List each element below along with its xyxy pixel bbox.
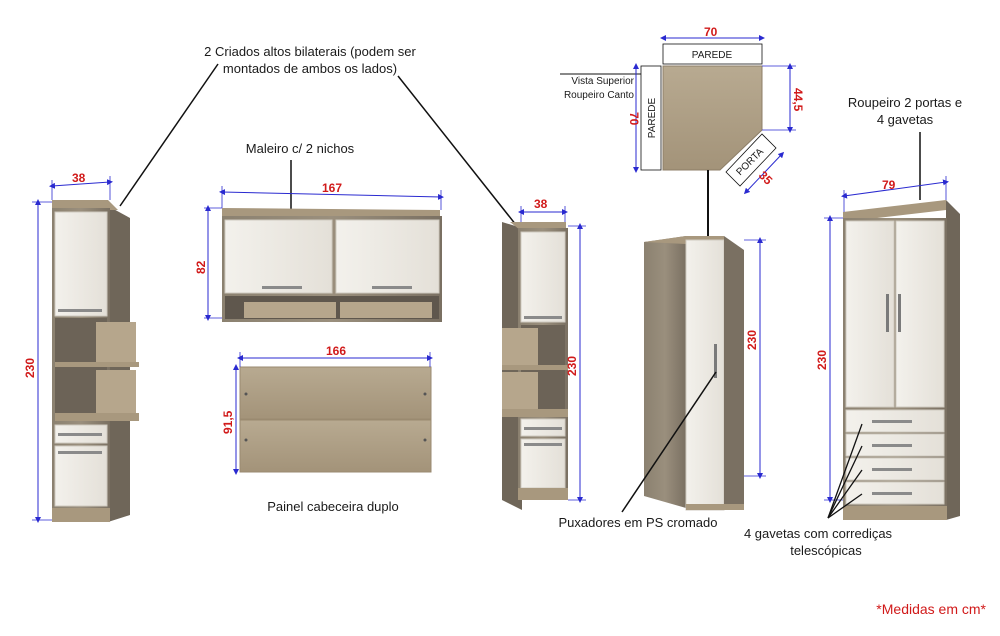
criado-left-height-text: 230 <box>23 358 37 378</box>
maleiro: Maleiro c/ 2 nichos 167 82 <box>194 141 444 322</box>
roupeiro-width-text: 79 <box>882 178 896 192</box>
maleiro-width-text: 167 <box>322 181 342 195</box>
criado-left-niche-1-back <box>96 322 136 364</box>
criado-right-niche-2-back <box>502 372 538 410</box>
roupeiro-top <box>843 200 946 222</box>
maleiro-niche-left <box>244 302 336 318</box>
pointer-criado-left <box>119 63 219 207</box>
maleiro-door-right <box>335 219 440 294</box>
criado-right-drawer-handle <box>524 427 562 430</box>
criado-left-drawer-handle <box>58 433 102 436</box>
roupeiro-canto: 230 Puxadores em PS cromado <box>559 236 766 530</box>
criado-right-width-text: 38 <box>534 197 548 211</box>
canto-left-side <box>644 236 686 508</box>
criado-left-shelf-2 <box>55 413 139 421</box>
criado-right-base <box>518 488 568 500</box>
label-criados-line1: 2 Criados altos bilaterais (podem ser <box>204 44 416 59</box>
label-gavetas-line1: 4 gavetas com corrediças <box>744 526 893 541</box>
vista-parede-left: PAREDE <box>647 97 658 138</box>
maleiro-door-left <box>224 219 333 294</box>
painel-height-text: 91,5 <box>221 410 235 434</box>
canto-door <box>685 239 725 511</box>
canto-handle <box>714 344 717 378</box>
criado-right-lower-door <box>520 438 566 489</box>
roupeiro-2-portas: Roupeiro 2 portas e 4 gavetas 79 230 4 g… <box>744 95 962 558</box>
criado-left-lower-handle <box>58 451 102 454</box>
roupeiro-side <box>946 200 960 520</box>
vista-top-dim: 70 <box>704 25 718 39</box>
maleiro-niche-right <box>340 302 432 318</box>
maleiro-height-text: 82 <box>194 260 208 274</box>
criado-right-shelf-2 <box>502 409 568 417</box>
painel: 166 91,5 Painel cabeceira duplo <box>221 344 433 514</box>
roupeiro-handle-left <box>886 294 889 332</box>
criado-left-upper-handle <box>58 309 102 312</box>
painel-upper <box>239 366 432 420</box>
criado-left-upper-door <box>54 211 108 317</box>
roupeiro-height-text: 230 <box>815 350 829 370</box>
criado-left-lower-door <box>54 445 108 507</box>
criado-left-niche-2-back <box>96 370 136 414</box>
criado-right: 38 230 <box>502 197 586 510</box>
maleiro-handle-left <box>262 286 302 289</box>
canto-height-text: 230 <box>745 330 759 350</box>
pointer-puxadores <box>621 371 717 513</box>
criado-left-shelf <box>55 362 139 367</box>
criado-right-upper-handle <box>524 316 562 319</box>
label-puxadores: Puxadores em PS cromado <box>559 515 718 530</box>
roupeiro-door-right <box>895 220 945 408</box>
criado-left-width-line <box>49 179 113 189</box>
label-vista-line2: Roupeiro Canto <box>564 90 634 101</box>
pointer-criado-right <box>397 75 521 231</box>
roupeiro-width-line <box>841 179 949 199</box>
painel-width-text: 166 <box>326 344 346 358</box>
vista-parede-left-box <box>640 65 662 171</box>
vista-top-shape <box>662 65 763 171</box>
label-vista-line1: Vista Superior <box>571 76 634 87</box>
vista-left-dim: 70 <box>627 112 641 126</box>
criado-left-top <box>52 200 118 210</box>
vista-parede-top-box <box>662 43 763 65</box>
label-maleiro: Maleiro c/ 2 nichos <box>246 141 355 156</box>
vista-parede-top: PAREDE <box>692 50 733 61</box>
roupeiro-handle-right <box>898 294 901 332</box>
criado-left-width-text: 38 <box>72 171 86 185</box>
criado-right-lower-handle <box>524 443 562 446</box>
criado-right-shelf <box>502 365 568 370</box>
canto-right-side <box>724 236 744 510</box>
criado-right-niche-1-back <box>502 328 538 366</box>
criado-left: 38 230 <box>23 171 139 523</box>
maleiro-width-line <box>219 189 444 200</box>
vista-diag-dim-line <box>743 151 785 195</box>
criado-left-base <box>52 508 110 522</box>
label-gavetas-line2: telescópicas <box>790 543 862 558</box>
vista-right-dim: 44,5 <box>791 88 805 112</box>
maleiro-handle-right <box>372 286 412 289</box>
label-roupeiro-line2: 4 gavetas <box>877 112 934 127</box>
canto-base <box>686 504 744 510</box>
label-roupeiro-line1: Roupeiro 2 portas e <box>848 95 962 110</box>
painel-lower <box>239 419 432 473</box>
note-medidas: *Medidas em cm* <box>876 601 986 617</box>
vista-diag-dim: 35 <box>756 168 776 188</box>
label-painel: Painel cabeceira duplo <box>267 499 399 514</box>
criado-right-upper-door <box>520 231 566 323</box>
label-criados-line2: montados de ambos os lados) <box>223 61 397 76</box>
roupeiro-base <box>843 506 947 520</box>
vista-superior: Vista Superior Roupeiro Canto PAREDE PAR… <box>560 25 805 236</box>
criado-right-height-text: 230 <box>565 356 579 376</box>
